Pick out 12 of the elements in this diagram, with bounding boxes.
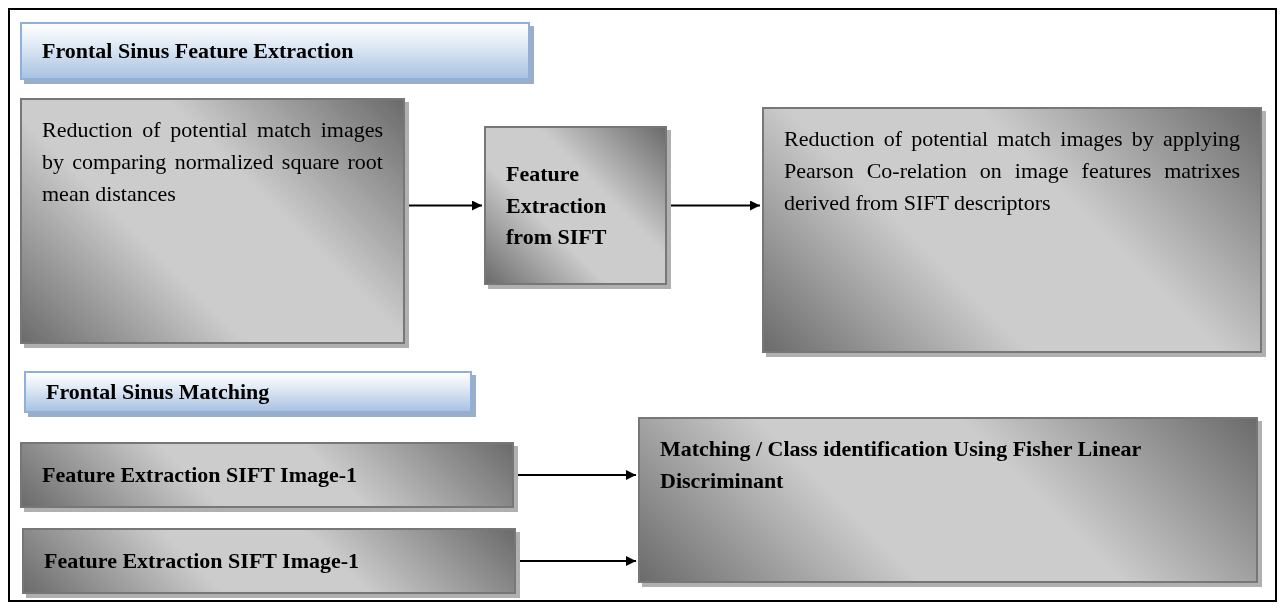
box-text: Feature Extraction from SIFT — [506, 159, 608, 252]
box-text: Reduction of potential match images by comparing normalized square root mean distances — [42, 116, 383, 208]
box-text: Feature Extraction SIFT Image-1 — [42, 461, 359, 490]
box-text: Feature Extraction SIFT Image-1 — [44, 547, 361, 576]
arrow — [408, 200, 483, 211]
arrow — [517, 470, 637, 480]
box-text: Matching / Class identification Using Fisher Linear Discriminant — [660, 435, 1142, 495]
arrow — [670, 200, 761, 211]
box-text: Frontal Sinus Feature Extraction — [42, 38, 355, 64]
box-text: Reduction of potential match images by applying Pearson Co-relation on image features matrixes derived from SIFT descriptors — [784, 125, 1240, 217]
box-text: Frontal Sinus Matching — [46, 379, 271, 405]
arrow — [519, 556, 637, 566]
